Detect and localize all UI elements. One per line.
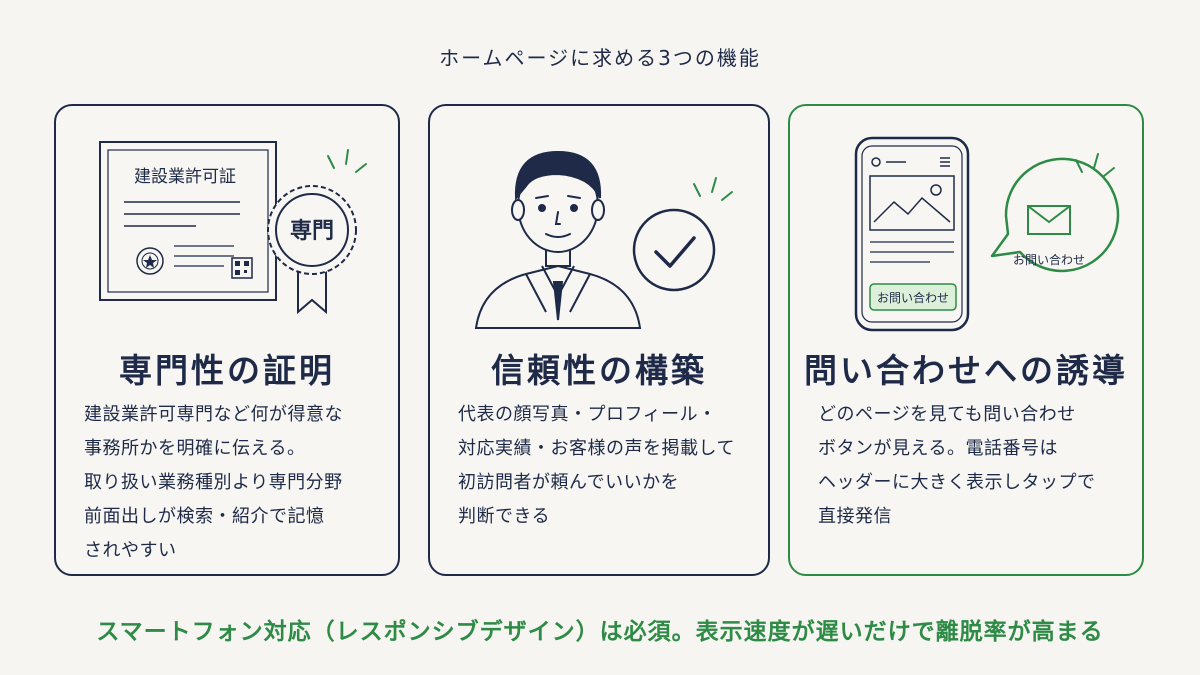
- award-ribbon-icon: 専門: [267, 185, 357, 315]
- card-body: 代表の顔写真・プロフィール・ 対応実績・お客様の声を掲載して 初訪問者が頼んでい…: [458, 398, 750, 534]
- body-line: 初訪問者が頼んでいいかを: [458, 472, 680, 493]
- phone-contact-button-label: お問い合わせ: [877, 290, 949, 305]
- body-line: 判断できる: [458, 506, 551, 527]
- body-line: どのページを見ても問い合わせ: [818, 404, 1076, 425]
- checkmark-icon: [632, 208, 716, 292]
- body-line: ヘッダーに大きく表示しタップで: [818, 472, 1096, 493]
- body-line: 事務所かを明確に伝える。: [84, 438, 306, 459]
- card-body: 建設業許可専門など何が得意な 事務所かを明確に伝える。 取り扱い業務種別より専門…: [84, 398, 380, 568]
- card-heading: 問い合わせへの誘導: [804, 351, 1128, 390]
- body-line: ボタンが見える。電話番号は: [818, 438, 1058, 459]
- card-heading: 信頼性の構築: [491, 351, 707, 390]
- card-inquiry: お問い合わせ お問い合わせ 問い合わせへの誘導 どのページを見ても問い合わせ ボ…: [788, 104, 1144, 576]
- businessman-icon: [474, 150, 642, 329]
- certificate-title: 建設業許可証: [134, 167, 236, 187]
- body-line: 代表の顔写真・プロフィール・: [458, 404, 717, 425]
- card-trust: 信頼性の構築 代表の顔写真・プロフィール・ 対応実績・お客様の声を掲載して 初訪…: [428, 104, 770, 576]
- certificate-paper: [99, 141, 277, 301]
- phone-contact-button[interactable]: お問い合わせ: [869, 283, 957, 311]
- sparkle-icon: [693, 177, 733, 201]
- body-line: 対応実績・お客様の声を掲載して: [458, 438, 735, 459]
- bubble-label: お問い合わせ: [1013, 252, 1085, 267]
- sparkle-icon: [1075, 153, 1115, 177]
- page-title: ホームページに求める3つの機能: [439, 46, 761, 70]
- qr-code-icon: [231, 257, 253, 279]
- body-line: 直接発信: [818, 506, 892, 527]
- badge-label: 専門: [290, 219, 334, 244]
- card-expertise: 建設業許可証 専門 専門性の証明: [54, 104, 400, 576]
- body-line: 取り扱い業務種別より専門分野: [84, 472, 343, 493]
- seal-icon: [136, 247, 164, 275]
- smartphone-icon: お問い合わせ: [854, 136, 970, 332]
- certificate-illustration: 建設業許可証 専門: [99, 141, 367, 315]
- sparkle-icon: [327, 149, 367, 173]
- footer-note: スマートフォン対応（レスポンシブデザイン）は必須。表示速度が遅いだけで離脱率が高…: [96, 619, 1104, 645]
- card-heading: 専門性の証明: [119, 351, 335, 390]
- card-body: どのページを見ても問い合わせ ボタンが見える。電話番号は ヘッダーに大きく表示し…: [818, 398, 1124, 534]
- smartphone-illustration: お問い合わせ お問い合わせ: [854, 136, 1120, 332]
- mail-icon: [1027, 205, 1071, 235]
- body-line: 前面出しが検索・紹介で記憶: [84, 506, 325, 527]
- speech-bubble: お問い合わせ: [990, 157, 1120, 273]
- body-line: 建設業許可専門など何が得意な: [84, 404, 343, 425]
- body-line: されやすい: [84, 540, 177, 561]
- representative-illustration: [474, 150, 733, 329]
- image-placeholder-icon: [869, 175, 955, 231]
